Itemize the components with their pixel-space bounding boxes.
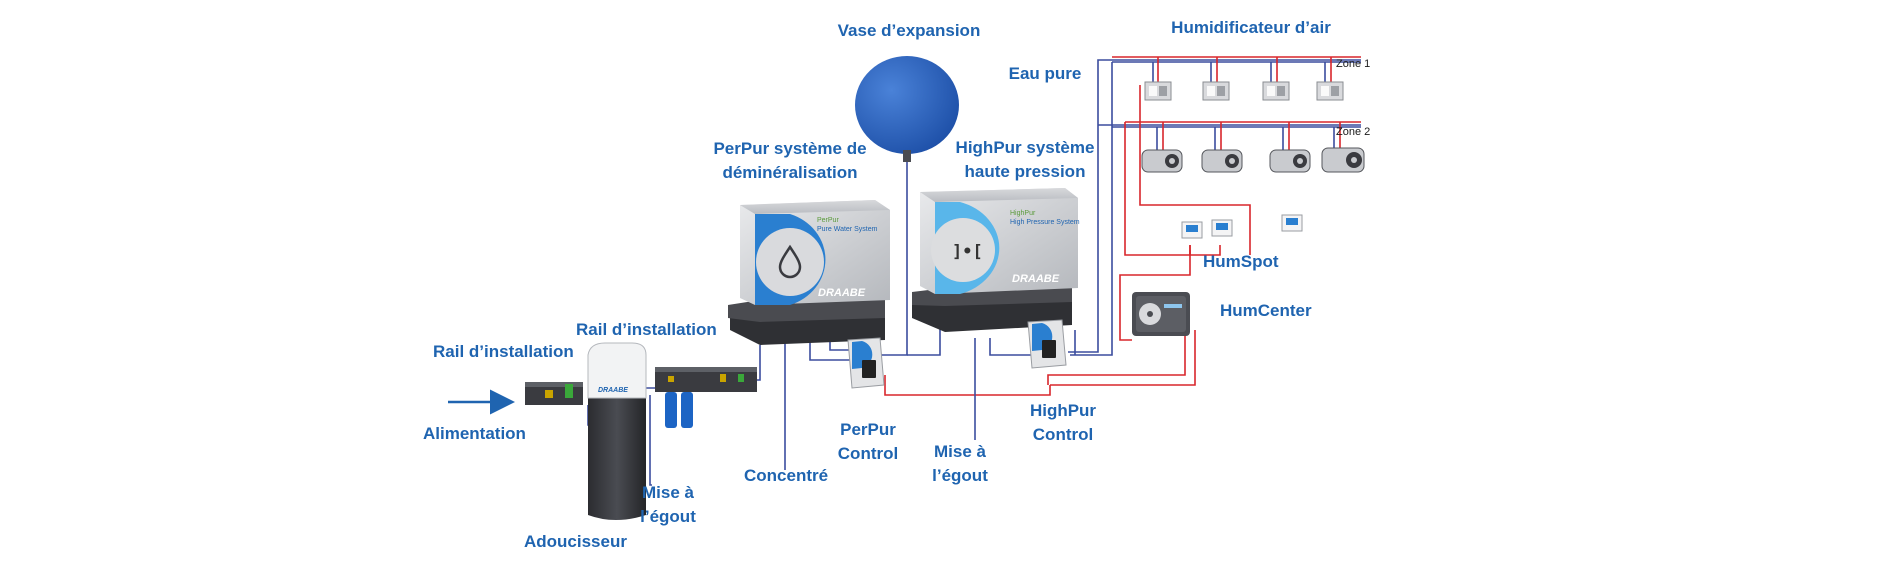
label-rail-installation-1: Rail d’installation <box>433 342 574 361</box>
highpur-name: HighPur <box>1010 210 1036 217</box>
label-zone-1: Zone 1 <box>1336 58 1371 70</box>
perpur-unit: PerPur Pure Water System DRAABE <box>728 200 890 345</box>
label-rail-installation-2: Rail d’installation <box>576 320 717 339</box>
label-perpur-line2: déminéralisation <box>722 163 858 182</box>
filter-cartridge-1 <box>665 392 677 428</box>
expansion-vessel <box>855 56 959 162</box>
label-mise-egout-2-line1: Mise à <box>934 442 986 461</box>
label-alimentation: Alimentation <box>423 424 526 443</box>
humcenter-device <box>1132 292 1190 336</box>
softener-brand: DRAABE <box>598 387 628 394</box>
label-concentre: Concentré <box>744 466 829 485</box>
highpur-unit: ]•[ HighPur High Pressure System DRAABE <box>912 188 1080 332</box>
perpur-sub: Pure Water System <box>817 226 878 233</box>
highpur-brand: DRAABE <box>1012 273 1060 285</box>
perpur-brand: DRAABE <box>818 287 866 299</box>
highpur-control-device <box>1027 319 1067 369</box>
humspot-sensors <box>1181 214 1303 239</box>
label-vase-expansion: Vase d’expansion <box>837 21 981 40</box>
installation-rail-1 <box>525 382 583 405</box>
label-mise-egout-1-line1: Mise à <box>642 483 694 502</box>
label-perpur-control-line2: Control <box>837 444 899 463</box>
label-zone-2: Zone 2 <box>1336 126 1371 138</box>
filter-cartridge-2 <box>681 392 693 428</box>
label-humcenter: HumCenter <box>1220 301 1312 320</box>
label-perpur-line1: PerPur système de <box>713 139 867 158</box>
perpur-name: PerPur <box>817 217 839 224</box>
installation-rail-2 <box>655 367 757 428</box>
label-perpur-control-line1: PerPur <box>840 420 896 439</box>
label-adoucisseur: Adoucisseur <box>524 532 627 551</box>
pure-water-pipe-zone1 <box>1097 59 1361 345</box>
label-humidificateur: Humidificateur d’air <box>1171 18 1331 37</box>
label-mise-egout-2-line2: l’égout <box>932 466 988 485</box>
label-highpur-line1: HighPur système <box>955 138 1095 157</box>
label-highpur-control-line1: HighPur <box>1029 401 1097 420</box>
highpur-symbol-icon: ]•[ <box>952 242 983 262</box>
label-highpur-line2: haute pression <box>964 162 1086 181</box>
humidifiers-zone1 <box>1144 81 1344 101</box>
humidifiers-zone2 <box>1141 147 1365 173</box>
water-drop-icon <box>778 244 802 279</box>
label-mise-egout-1-line2: l’égout <box>640 507 696 526</box>
label-eau-pure: Eau pure <box>1008 64 1082 83</box>
pipes <box>587 56 1361 505</box>
water-softener: DRAABE <box>587 342 647 520</box>
label-highpur-control-line2: Control <box>1032 425 1094 444</box>
control-cable-red <box>1139 85 1251 255</box>
perpur-control-device <box>847 337 885 389</box>
highpur-sub: High Pressure System <box>1010 219 1080 226</box>
label-humspot: HumSpot <box>1203 252 1279 271</box>
